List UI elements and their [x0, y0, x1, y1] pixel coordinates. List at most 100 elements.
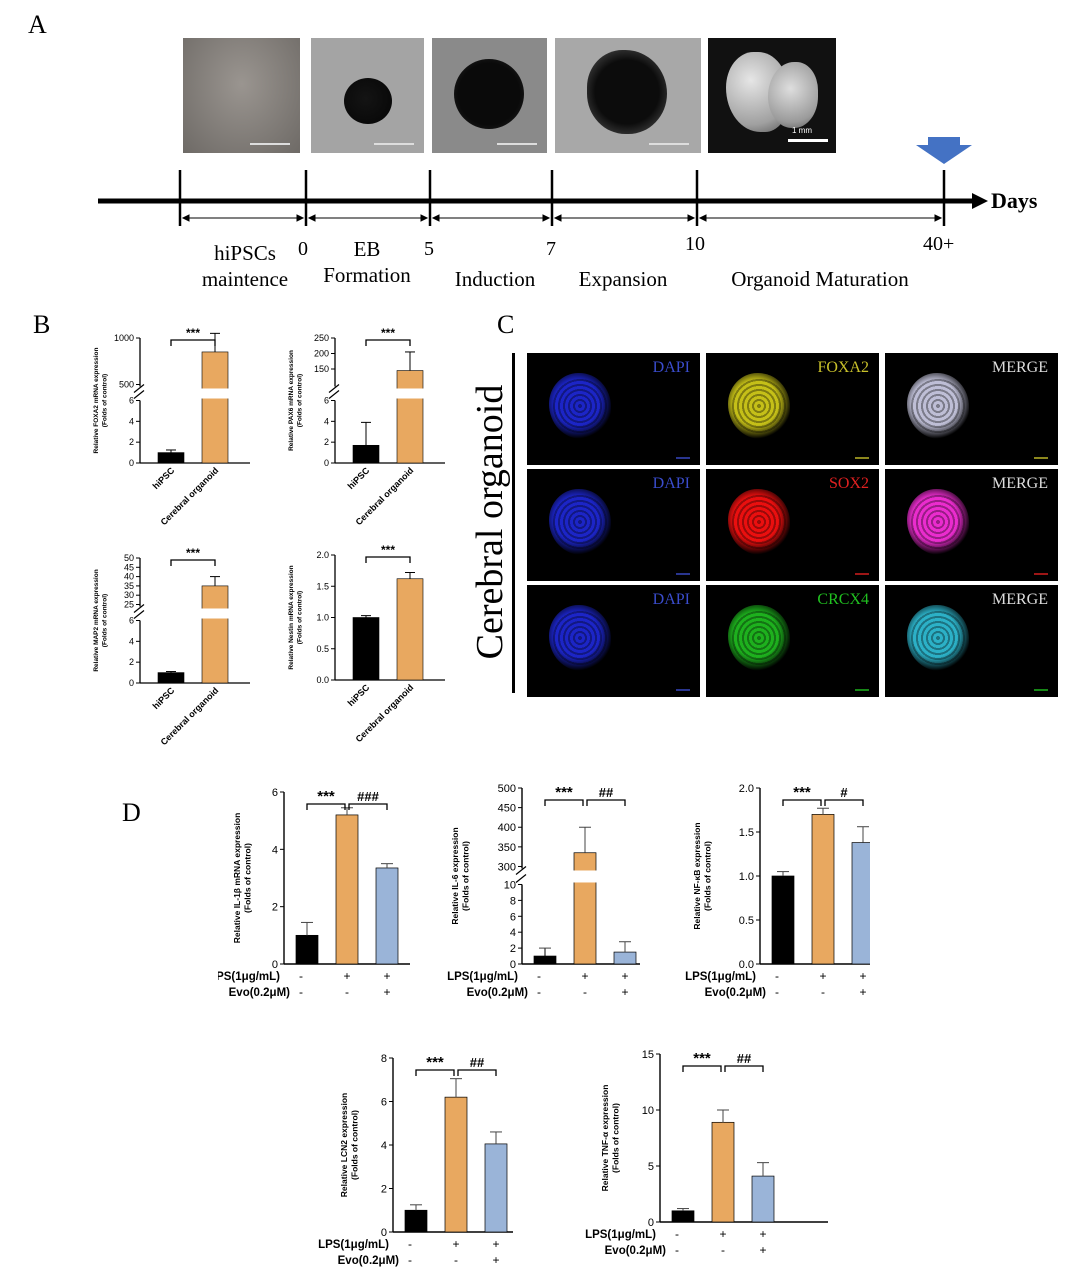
y-axis-label: (Folds of control) — [102, 374, 109, 427]
y-tick-label: 2 — [129, 657, 134, 667]
evo-sign: + — [383, 985, 390, 999]
bar — [157, 452, 185, 464]
scale-bar — [855, 689, 869, 691]
significance-marker: *** — [186, 326, 200, 340]
y-tick-label: 0 — [129, 458, 134, 468]
lps-row-label: LPS(1μg/mL) — [585, 1229, 656, 1241]
micrograph-expansion — [555, 38, 701, 153]
significance-marker: ### — [357, 789, 379, 804]
significance-marker: *** — [381, 543, 395, 557]
y-tick-label: 4 — [510, 927, 516, 939]
bar — [352, 617, 380, 681]
scale-bar — [1034, 573, 1048, 575]
y-tick-label: 6 — [510, 911, 516, 923]
organoid-texture — [911, 377, 965, 435]
significance-bracket — [306, 803, 346, 810]
y-axis-label: (Folds of control) — [461, 841, 471, 911]
stage-induction: Induction — [454, 267, 536, 291]
fluorescence-image: DAPI — [527, 353, 700, 465]
fluorescence-channel-label: DAPI — [652, 359, 690, 376]
lps-sign: + — [492, 1237, 499, 1251]
y-tick-label: 4 — [129, 416, 134, 426]
significance-bracket — [365, 339, 411, 346]
significance-bracket — [415, 1069, 455, 1076]
y-tick-label: 0 — [324, 458, 329, 468]
organoid-signal — [549, 605, 611, 671]
bar — [573, 852, 597, 965]
evo-sign: - — [537, 985, 541, 999]
fluorescence-image: DAPI — [527, 585, 700, 697]
bar — [201, 585, 229, 684]
x-category-label: hiPSC — [151, 465, 177, 491]
lps-sign: + — [621, 969, 628, 983]
y-tick-label: 10 — [642, 1105, 654, 1117]
y-tick-label: 4 — [272, 844, 278, 856]
bar-break — [201, 608, 229, 619]
significance-marker: *** — [426, 1054, 444, 1071]
y-tick-label: 200 — [314, 349, 329, 359]
y-axis-label: (Folds of control) — [611, 1103, 621, 1173]
y-tick-label: 6 — [129, 396, 134, 406]
panel-label-c: C — [497, 310, 515, 339]
lps-row-label: LPS(1μg/mL) — [447, 971, 518, 983]
bar — [352, 444, 380, 464]
organoid-texture — [553, 377, 607, 435]
y-tick-label: 0 — [648, 1217, 654, 1229]
bar — [295, 934, 319, 965]
fluorescence-channel-label: MERGE — [992, 591, 1048, 608]
significance-bracket — [348, 803, 388, 810]
y-tick-label: 500 — [119, 380, 134, 390]
micrograph-hipsc — [183, 38, 300, 153]
y-tick-label: 400 — [498, 822, 516, 834]
y-tick-label: 0 — [510, 959, 516, 971]
y-tick-label: 35 — [124, 581, 134, 591]
micrograph-induction — [432, 38, 547, 153]
lps-sign: - — [408, 1237, 412, 1251]
y-axis-label: Relative IL-1β mRNA expression — [232, 813, 242, 944]
y-tick-label: 1.0 — [739, 871, 754, 883]
y-axis-label: Relative LCN2 expression — [339, 1093, 349, 1197]
panel-label-d: D — [122, 798, 141, 827]
evo-row-label: Evo(0.2μM) — [605, 1245, 667, 1257]
timeline-axis-label: Days — [991, 188, 1038, 213]
fluorescence-image: FOXA2 — [706, 353, 879, 465]
organoid-texture — [732, 609, 786, 667]
y-axis-label: Relative MAP2 mRNA expression — [93, 569, 100, 671]
y-tick-label: 2 — [381, 1184, 387, 1196]
bar — [375, 867, 399, 965]
y-tick-label: 2.0 — [316, 550, 329, 560]
bar — [671, 1210, 695, 1223]
y-axis-label: Relative TNF-α expression — [600, 1085, 610, 1192]
axis-break-mark — [133, 384, 145, 393]
significance-bracket — [586, 799, 626, 806]
lps-sign: + — [759, 1227, 766, 1241]
x-category-label: hiPSC — [151, 685, 177, 711]
fluorescence-channel-label: SOX2 — [828, 475, 869, 492]
y-tick-label: 0.5 — [739, 915, 754, 927]
evo-sign: + — [759, 1243, 766, 1257]
day-tick-0: 0 — [298, 238, 308, 260]
fluorescence-image: SOX2 — [706, 469, 879, 581]
fluorescence-image: CRCX4 — [706, 585, 879, 697]
fluorescence-channel-label: MERGE — [992, 359, 1048, 376]
significance-marker: # — [840, 785, 848, 800]
scale-bar — [676, 457, 690, 459]
significance-bracket — [724, 1065, 764, 1072]
y-tick-label: 4 — [381, 1140, 387, 1152]
y-tick-label: 1000 — [114, 333, 134, 343]
y-tick-label: 8 — [510, 895, 516, 907]
y-tick-label: 8 — [381, 1053, 387, 1065]
evo-row-label: Evo(0.2μM) — [467, 987, 529, 999]
lps-sign: - — [675, 1227, 679, 1241]
lps-sign: - — [537, 969, 541, 983]
bar — [811, 814, 835, 965]
evo-sign: - — [721, 1243, 725, 1257]
bar — [157, 672, 185, 684]
panel-label-b: B — [33, 310, 51, 339]
bar — [484, 1143, 508, 1233]
organoid-signal — [728, 373, 790, 439]
panel-label-a: A — [28, 10, 47, 39]
significance-bracket — [170, 559, 216, 566]
